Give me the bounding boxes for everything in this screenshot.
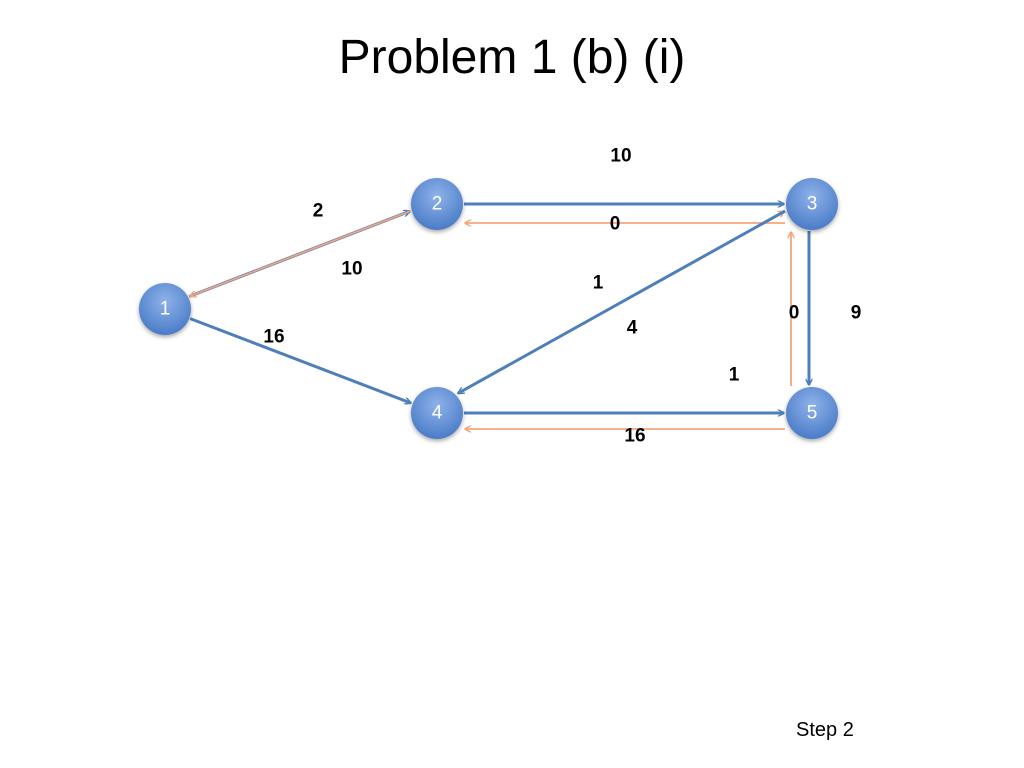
edge-label-layer: 2 10 16 0 10 1 4 0 9 1 16 [263, 146, 861, 447]
edge-label-3-to-4: 4 [627, 318, 638, 339]
node-2: 2 [411, 178, 463, 230]
node-label: 2 [432, 194, 443, 215]
edge-label-2-to-3: 0 [610, 214, 621, 235]
node-3: 3 [786, 178, 838, 230]
node-layer: 1 2 3 4 5 [139, 178, 838, 439]
node-label: 4 [432, 403, 443, 424]
edge-label-3-to-5: 0 [789, 303, 800, 324]
node-label: 5 [807, 403, 818, 424]
node-circle [411, 178, 463, 230]
node-1: 1 [139, 283, 191, 335]
edge-label-5-to-3: 9 [851, 303, 862, 324]
edge-label-1-to-4: 16 [263, 327, 284, 348]
slide-title: Problem 1 (b) (i) [338, 31, 686, 84]
step-indicator: Step 2 [796, 719, 854, 741]
edge-label-4-to-5: 16 [624, 426, 645, 447]
node-circle [411, 387, 463, 439]
node-5: 5 [786, 387, 838, 439]
edge-3-to-4 [458, 209, 786, 395]
edge-1-to-4 [189, 317, 411, 403]
edge-2-to-1 [190, 210, 412, 296]
node-4: 4 [411, 387, 463, 439]
node-circle [786, 387, 838, 439]
node-circle [786, 178, 838, 230]
edge-label-1-to-2: 2 [313, 201, 324, 222]
edge-label-5-to-4: 1 [729, 365, 740, 386]
node-circle [139, 283, 191, 335]
node-label: 3 [807, 194, 818, 215]
edge-label-3-to-2: 10 [610, 146, 631, 167]
edge-layer [189, 204, 809, 429]
edge-label-2-to-1: 10 [341, 259, 362, 280]
edge-label-4-to-3: 1 [593, 273, 604, 294]
node-label: 1 [160, 299, 171, 320]
